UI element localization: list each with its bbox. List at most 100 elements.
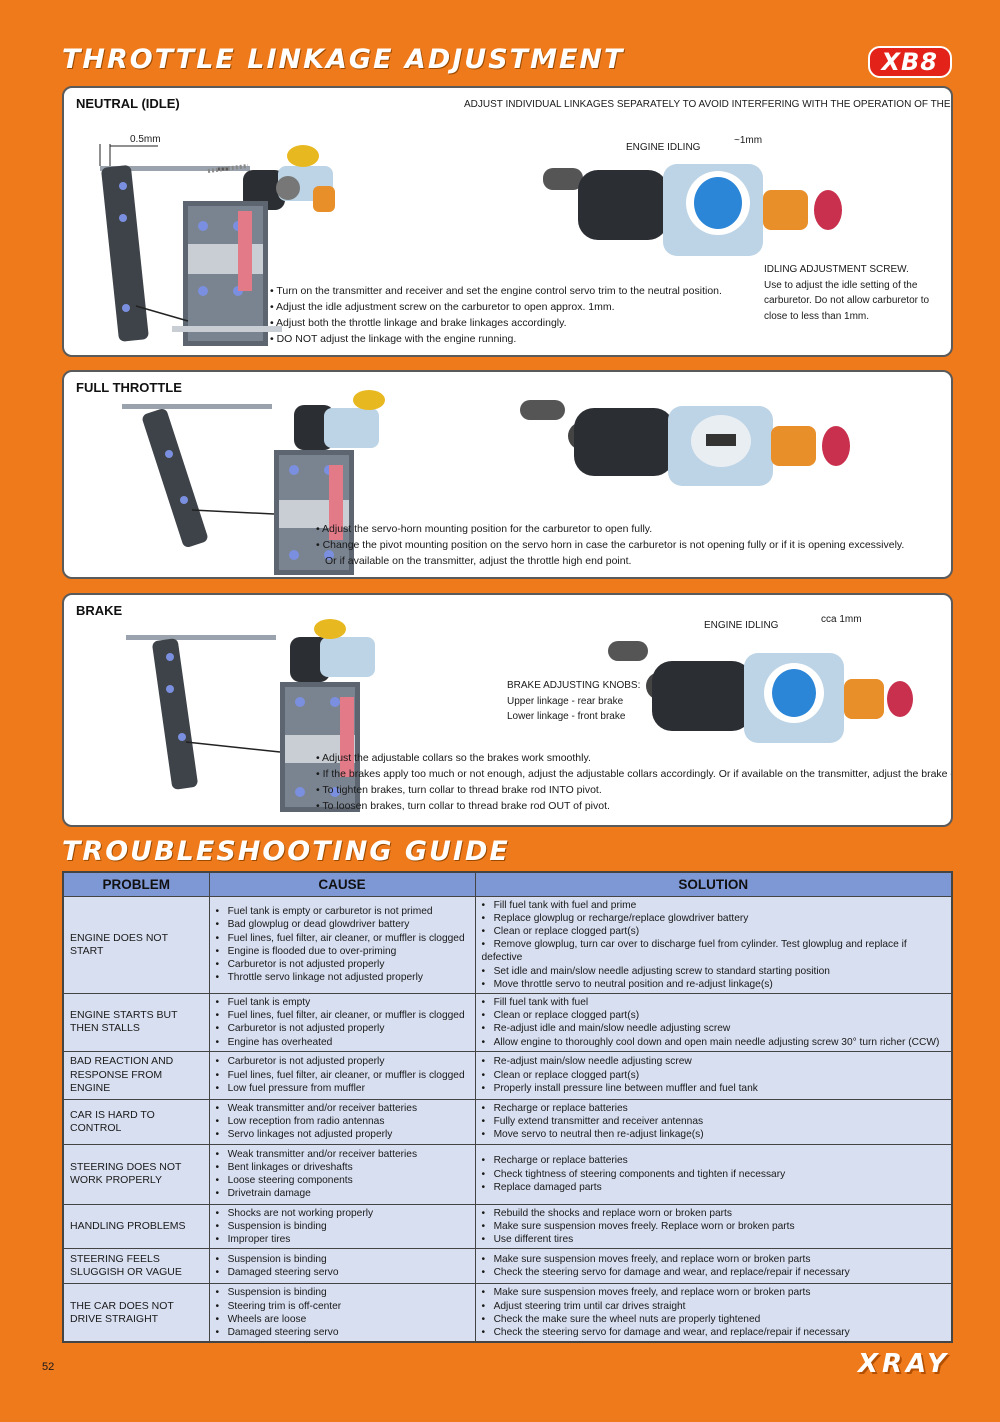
list-item: Recharge or replace batteries [482,1154,946,1167]
problem-cell: HANDLING PROBLEMS [62,1203,210,1250]
list-item: Shocks are not working properly [216,1207,469,1220]
bullet-item: Turn on the transmitter and receiver and… [270,283,722,299]
list-item: Check the steering servo for damage and … [482,1326,946,1339]
list-item: Check the make sure the wheel nuts are p… [482,1313,946,1326]
list-item: Replace glowplug or recharge/replace glo… [482,912,946,925]
bullet-continuation: Or if available on the transmitter, adju… [325,555,632,567]
page-title: THROTTLE LINKAGE ADJUSTMENT [62,44,625,75]
list-item: Move servo to neutral then re-adjust lin… [482,1128,946,1141]
list-item: Fill fuel tank with fuel [482,996,946,1009]
bullet-item: Adjust both the throttle linkage and bra… [270,315,722,331]
list-item: Check the steering servo for damage and … [482,1266,946,1279]
neutral-linkage-illustration [99,144,335,346]
cause-cell: Fuel tank is empty or carburetor is not … [208,895,476,994]
brake-knobs-note: BRAKE ADJUSTING KNOBS: Upper linkage - r… [507,678,640,725]
solution-cell: Fill fuel tank with fuelClean or replace… [474,992,953,1052]
neutral-bullets: Turn on the transmitter and receiver and… [270,283,722,347]
list-item: Damaged steering servo [216,1326,469,1339]
bullet-item: DO NOT adjust the linkage with the engin… [270,331,722,347]
list-item: Bad glowplug or dead glowdriver battery [216,918,469,931]
solution-cell: Re-adjust main/slow needle adjusting scr… [474,1050,953,1100]
header-problem: PROBLEM [62,871,210,897]
solution-list: Recharge or replace batteriesCheck tight… [482,1154,946,1194]
problem-cell: CAR IS HARD TO CONTROL [62,1098,210,1145]
brake-engine-idling-label: ENGINE IDLING [704,620,779,631]
list-item: Weak transmitter and/or receiver batteri… [216,1148,469,1161]
solution-cell: Make sure suspension moves freely, and r… [474,1248,953,1285]
cause-cell: Carburetor is not adjusted properlyFuel … [208,1050,476,1100]
problem-cell: STEERING DOES NOT WORK PROPERLY [62,1143,210,1205]
idling-screw-title: IDLING ADJUSTMENT SCREW. [764,264,909,275]
cause-list: Weak transmitter and/or receiver batteri… [216,1148,469,1201]
full-throttle-carburetor-illustration [520,400,850,486]
bullet-item: Change the pivot mounting position on th… [316,537,905,553]
troubleshooting-title: TROUBLESHOOTING GUIDE [62,836,510,867]
list-item: Fuel lines, fuel filter, air cleaner, or… [216,932,469,945]
list-item: Adjust steering trim until car drives st… [482,1300,946,1313]
list-item: Allow engine to thoroughly cool down and… [482,1036,946,1049]
neutral-panel: NEUTRAL (IDLE) ADJUST INDIVIDUAL LINKAGE… [62,86,953,357]
problem-cell: ENGINE DOES NOT START [62,895,210,994]
list-item: Carburetor is not adjusted properly [216,1055,469,1068]
table-row: STEERING FEELS SLUGGISH OR VAGUESuspensi… [62,1248,953,1285]
bullet-item: Adjust the servo-horn mounting position … [316,521,904,537]
table-row: STEERING DOES NOT WORK PROPERLY Weak tran… [62,1143,953,1205]
brake-bullets: Adjust the adjustable collars so the bra… [316,750,951,814]
full-throttle-bullets: Adjust the servo-horn mounting position … [316,521,904,569]
list-item: Damaged steering servo [216,1266,469,1279]
troubleshooting-table: PROBLEM CAUSE SOLUTION ENGINE DOES NOT S… [62,871,953,1344]
cause-cell: Suspension is bindingDamaged steering se… [208,1248,476,1285]
cause-cell: Suspension is bindingSteering trim is of… [208,1283,476,1343]
header-cause: CAUSE [208,871,476,897]
brake-label: BRAKE [76,603,123,618]
list-item: Drivetrain damage [216,1187,469,1200]
problem-cell: STEERING FEELS SLUGGISH OR VAGUE [62,1248,210,1285]
idle-gap-label: ~1mm [734,135,763,146]
list-item: Make sure suspension moves freely. Repla… [482,1220,946,1233]
list-item: Make sure suspension moves freely, and r… [482,1286,946,1299]
idling-screw-line: Use to adjust the idle setting of the [764,279,918,291]
idling-screw-line: carburetor. Do not allow carburetor to [764,295,930,306]
list-item: Suspension is binding [216,1286,469,1299]
bullet-item: To loosen brakes, turn collar to thread … [316,798,951,814]
cause-cell: Shocks are not working properlySuspensio… [208,1203,476,1250]
list-item: Low fuel pressure from muffler [216,1082,469,1095]
full-throttle-panel: FULL THROTTLE Adjust the servo-horn moun… [62,370,953,579]
list-item: Clean or replace clogged part(s) [482,925,946,938]
solution-list: Make sure suspension moves freely, and r… [482,1286,946,1339]
cause-list: Fuel tank is empty or carburetor is not … [216,905,469,984]
solution-list: Recharge or replace batteriesFully exten… [482,1102,946,1142]
page-number: 52 [42,1361,55,1373]
solution-list: Fill fuel tank with fuelClean or replace… [482,996,946,1049]
list-item: Fill fuel tank with fuel and prime [482,899,946,912]
list-item: Clean or replace clogged part(s) [482,1069,946,1082]
list-item: Fuel lines, fuel filter, air cleaner, or… [216,1069,469,1082]
list-item: Wheels are loose [216,1313,469,1326]
engine-idling-label: ENGINE IDLING [626,142,701,153]
list-item: Fully extend transmitter and receiver an… [482,1115,946,1128]
list-item: Suspension is binding [216,1220,469,1233]
idling-screw-note: IDLING ADJUSTMENT SCREW. Use to adjust t… [764,262,929,324]
list-item: Clean or replace clogged part(s) [482,1009,946,1022]
xray-logo: XRAY [857,1349,950,1379]
solution-list: Rebuild the shocks and replace worn or b… [482,1207,946,1247]
cause-list: Suspension is bindingDamaged steering se… [216,1253,469,1279]
solution-cell: Recharge or replace batteriesCheck tight… [474,1143,953,1205]
list-item: Throttle servo linkage not adjusted prop… [216,971,469,984]
list-item: Remove glowplug, turn car over to discha… [482,938,946,964]
list-item: Weak transmitter and/or receiver batteri… [216,1102,469,1115]
list-item: Recharge or replace batteries [482,1102,946,1115]
solution-list: Fill fuel tank with fuel and primeReplac… [482,899,946,991]
list-item: Loose steering components [216,1174,469,1187]
list-item: Make sure suspension moves freely, and r… [482,1253,946,1266]
neutral-label: NEUTRAL (IDLE) [76,96,180,111]
cause-list: Weak transmitter and/or receiver batteri… [216,1102,469,1142]
solution-cell: Recharge or replace batteriesFully exten… [474,1098,953,1145]
table-row: BAD REACTION AND RESPONSE FROM ENGINECar… [62,1050,953,1100]
solution-cell: Fill fuel tank with fuel and primeReplac… [474,895,953,994]
cause-cell: Fuel tank is emptyFuel lines, fuel filte… [208,992,476,1052]
solution-list: Re-adjust main/slow needle adjusting scr… [482,1055,946,1095]
list-item: Carburetor is not adjusted properly [216,958,469,971]
list-item: Use different tires [482,1233,946,1246]
cause-list: Carburetor is not adjusted properlyFuel … [216,1055,469,1095]
